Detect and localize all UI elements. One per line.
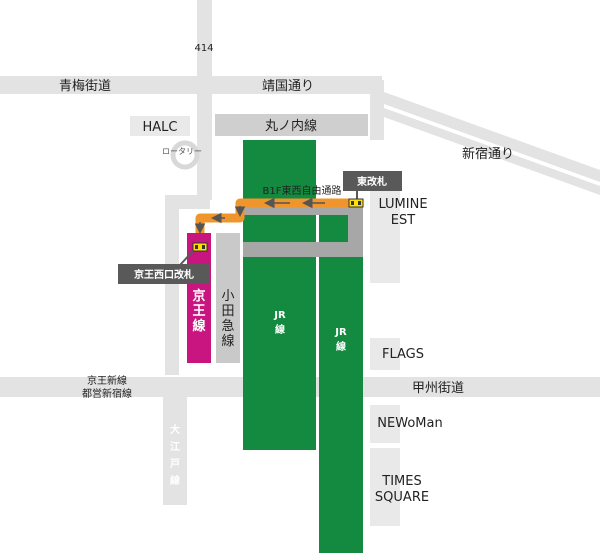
jr-left-label-1: JR: [273, 310, 286, 321]
passage-label: B1F東西自由通路: [263, 184, 342, 197]
lumine-est-label-1: LUMINE: [378, 197, 427, 212]
shinjuku-dori-inner: [384, 104, 600, 186]
roads: [0, 0, 600, 505]
keio-west-gate-label-bg: [118, 264, 210, 284]
jr-line-left: [243, 140, 316, 450]
route-414-label: 414: [194, 43, 213, 54]
east-gate-label: 東改札: [357, 175, 387, 188]
ome-kaido-road: [0, 76, 382, 94]
buildings: [130, 116, 400, 526]
lumine-est-building: [370, 188, 400, 283]
east-gate-icon: [348, 198, 364, 208]
keio-west-gate-connector: [179, 250, 194, 266]
jr-lines: JR 線 JR 線: [243, 140, 363, 553]
newoman-building: [370, 405, 400, 443]
jr-left-label-2: 線: [275, 323, 285, 336]
keio-line: [187, 233, 211, 363]
keio-west-gate-label: 京王西口改札: [134, 268, 194, 281]
east-gate-icon-slot-2: [358, 201, 361, 205]
west-vertical-road: [165, 195, 179, 375]
oedo-road: [163, 380, 187, 505]
koshu-kaido-label: 甲州街道: [412, 381, 464, 396]
odakyu-label-3: 急: [221, 319, 234, 334]
marunouchi-line: [215, 114, 368, 136]
oedo-label-4: 線: [170, 474, 180, 487]
east-gate: 東改札: [343, 171, 402, 208]
halc-label: HALC: [143, 120, 178, 135]
oedo-label-1: 大: [170, 423, 180, 436]
keio-new-line-label: 京王新線: [87, 374, 127, 387]
oedo-label-2: 江: [170, 440, 180, 453]
ome-kaido-label: 青梅街道: [59, 79, 111, 94]
east-gate-icon-slot-1: [351, 201, 354, 205]
keio-label-3: 線: [192, 318, 206, 334]
times-square-label-1: TIMES: [381, 474, 421, 489]
keio-west-gate-icon-slot-2: [202, 245, 205, 249]
route-414-road: [197, 0, 212, 200]
odakyu-label-2: 田: [221, 304, 234, 319]
keio-west-gate-icon-slot-1: [195, 245, 198, 249]
keio-west-gate: 京王西口改札: [118, 242, 210, 284]
keio-label-1: 京: [192, 288, 205, 304]
rotary: [170, 140, 200, 170]
flags-label: FLAGS: [382, 347, 424, 362]
jr-right-label-1: JR: [334, 327, 347, 338]
odakyu-label-1: 小: [221, 289, 234, 304]
rotary-label: ロータリー: [162, 147, 202, 156]
passage-gray-area: [243, 200, 363, 257]
lumine-est-label-2: EST: [391, 213, 415, 228]
east-gate-label-bg: [343, 171, 402, 191]
odakyu-line: [216, 233, 240, 363]
odakyu-label-4: 線: [221, 333, 234, 349]
flags-building: [370, 338, 400, 370]
keio-label-2: 王: [192, 304, 205, 319]
newoman-label: NEWoMan: [377, 416, 442, 431]
b1f-passage: B1F東西自由通路: [194, 184, 363, 257]
seikoku-dori-label: 靖国通り: [262, 79, 314, 94]
jr-right-label-2: 線: [336, 340, 346, 353]
toei-shinjuku-line-label: 都営新宿線: [82, 387, 132, 400]
halc-building: [130, 116, 190, 136]
marunouchi-line-label: 丸ノ内線: [265, 118, 317, 134]
shinjuku-dori-label: 新宿通り: [462, 146, 514, 162]
times-square-label-2: SQUARE: [375, 490, 429, 505]
keio-west-gate-icon: [192, 242, 208, 252]
oedo-label-3: 戸: [170, 458, 180, 470]
jr-line-right: [319, 200, 363, 553]
times-square-building: [370, 448, 400, 526]
